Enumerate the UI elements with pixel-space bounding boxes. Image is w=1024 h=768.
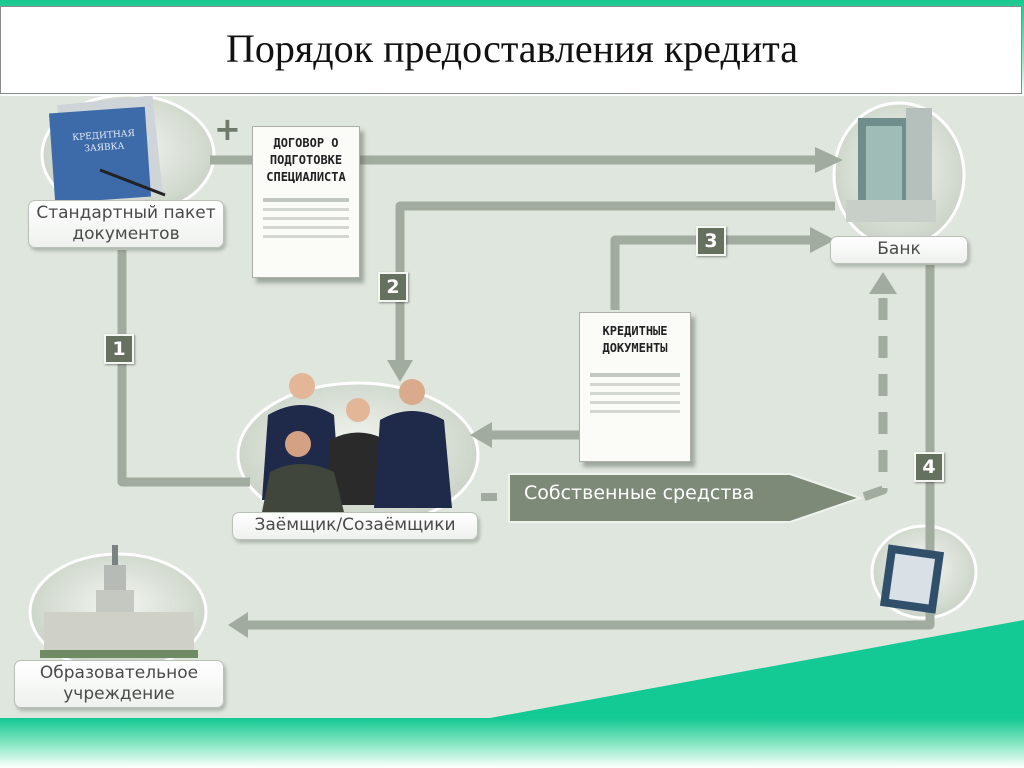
education-label: Образовательное учреждение	[14, 660, 224, 708]
bank-label: Банк	[830, 236, 968, 264]
step-badge-1: 1	[104, 334, 134, 364]
step-badge-2: 2	[378, 272, 408, 302]
own-funds-arrow	[508, 473, 864, 523]
borrowers-group-icon	[262, 373, 452, 512]
arrow-3	[610, 235, 815, 310]
passbook-icon	[879, 544, 945, 614]
diagram-area: ДОГОВОР О ПОДГОТОВКЕ СПЕЦИАЛИСТА КРЕДИТН…	[0, 96, 1024, 718]
credit-application-icon	[48, 96, 166, 204]
title-box: Порядок предоставления кредита	[0, 6, 1022, 94]
bank-building-icon	[846, 108, 936, 222]
contract-document: ДОГОВОР О ПОДГОТОВКЕ СПЕЦИАЛИСТА	[252, 126, 360, 278]
page-title: Порядок предоставления кредита	[226, 26, 798, 71]
arrow-2	[395, 201, 835, 362]
flow-arrows	[28, 96, 978, 672]
step-badge-4: 4	[914, 452, 944, 482]
footer-band	[0, 718, 1024, 768]
credit-documents: КРЕДИТНЫЕ ДОКУМЕНТЫ	[579, 312, 691, 462]
arrow-4-dashed	[858, 298, 888, 503]
own-funds-label: Собственные средства	[524, 482, 755, 504]
university-building-icon	[40, 545, 198, 658]
arrow-1	[117, 250, 250, 487]
plus-sign: +	[214, 110, 241, 148]
borrower-label: Заёмщик/Созаёмщики	[232, 512, 478, 540]
standard-package-label: Стандартный пакет документов	[28, 200, 224, 248]
step-badge-3: 3	[696, 226, 726, 256]
